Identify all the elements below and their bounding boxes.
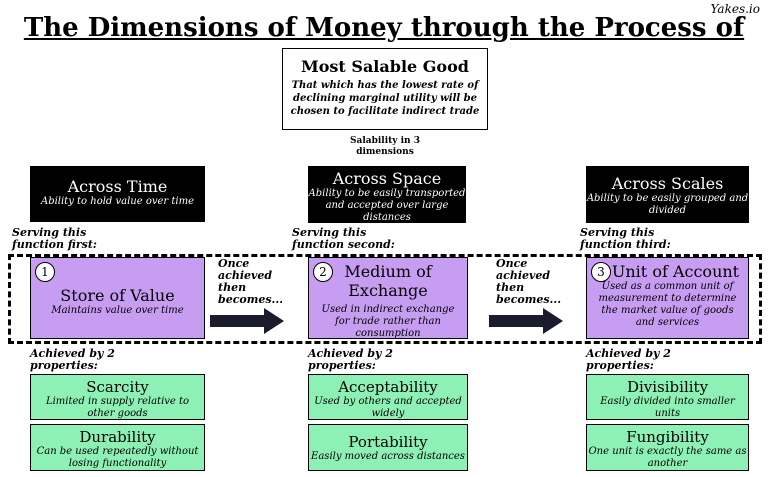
most-salable-good-desc: That which has the lowest rate of declin…	[290, 80, 480, 117]
property-title: Scarcity	[86, 378, 149, 396]
property-box-scarcity: Scarcity Limited in supply relative to o…	[30, 374, 205, 420]
property-box-fungibility: Fungibility One unit is exactly the same…	[586, 424, 749, 471]
property-title: Fungibility	[626, 428, 709, 446]
property-title: Portability	[348, 433, 428, 451]
most-salable-good-title: Most Salable Good	[301, 57, 469, 76]
dimension-title: Across Space	[332, 169, 442, 188]
function-title: Unit of Account	[611, 262, 740, 281]
property-desc: Easily divided into smaller units	[600, 396, 735, 419]
function-title: Medium of Exchange	[344, 262, 432, 300]
dimension-desc: Ability to be easily transported and acc…	[308, 188, 466, 223]
function-box-medium-of-exchange: 2 Medium of Exchange Used in indirect ex…	[308, 257, 468, 339]
property-title: Acceptability	[338, 378, 438, 396]
function-desc: Used as a common unit of measurement to …	[598, 281, 737, 328]
property-title: Durability	[79, 428, 156, 446]
most-salable-good-box: Most Salable Good That which has the low…	[282, 48, 488, 130]
property-desc: One unit is exactly the same as another	[588, 446, 747, 469]
property-box-portability: Portability Easily moved across distance…	[308, 424, 468, 471]
function-title: Store of Value	[60, 286, 175, 305]
property-desc: Can be used repeatedly without losing fu…	[36, 446, 199, 469]
achieved-label: Achieved by 2 properties:	[308, 347, 393, 372]
arrow-right-icon	[210, 308, 284, 334]
once-achieved-label: Once achieved then becomes...	[496, 257, 562, 306]
dimension-title: Across Time	[67, 177, 168, 196]
function-box-unit-of-account: 3 Unit of Account Used as a common unit …	[586, 257, 749, 339]
dimension-box-space: Across Space Ability to be easily transp…	[308, 166, 466, 223]
function-desc: Maintains value over time	[51, 305, 184, 316]
property-desc: Easily moved across distances	[311, 451, 465, 462]
dimension-box-time: Across Time Ability to hold value over t…	[30, 166, 205, 222]
function-row-outline	[8, 254, 762, 344]
dimension-title: Across Scales	[611, 174, 724, 193]
credit-text: Yakes.io	[710, 2, 760, 16]
dimension-desc: Ability to hold value over time	[40, 196, 195, 207]
achieved-label: Achieved by 2 properties:	[30, 347, 115, 372]
property-desc: Used by others and accepted widely	[314, 396, 462, 419]
serving-label: Serving this function first:	[12, 226, 97, 251]
serving-label: Serving this function third:	[580, 226, 671, 251]
step-number-badge: 1	[35, 262, 55, 282]
achieved-label: Achieved by 2 properties:	[586, 347, 671, 372]
once-achieved-label: Once achieved then becomes...	[218, 257, 284, 306]
arrow-right-icon	[489, 308, 563, 334]
step-number-badge: 3	[591, 262, 611, 282]
property-desc: Limited in supply relative to other good…	[45, 396, 190, 419]
serving-label: Serving this function second:	[292, 226, 395, 251]
dimension-box-scales: Across Scales Ability to be easily group…	[586, 166, 749, 223]
dimension-desc: Ability to be easily grouped and divided	[586, 193, 749, 216]
function-box-store-of-value: 1 Store of Value Maintains value over ti…	[30, 257, 205, 339]
property-title: Divisibility	[626, 378, 709, 396]
property-box-divisibility: Divisibility Easily divided into smaller…	[586, 374, 749, 420]
function-desc: Used in indirect exchange for trade rath…	[321, 304, 455, 339]
property-box-acceptability: Acceptability Used by others and accepte…	[308, 374, 468, 420]
salability-label: Salability in 3 dimensions	[349, 136, 420, 157]
step-number-badge: 2	[313, 262, 333, 282]
property-box-durability: Durability Can be used repeatedly withou…	[30, 424, 205, 471]
